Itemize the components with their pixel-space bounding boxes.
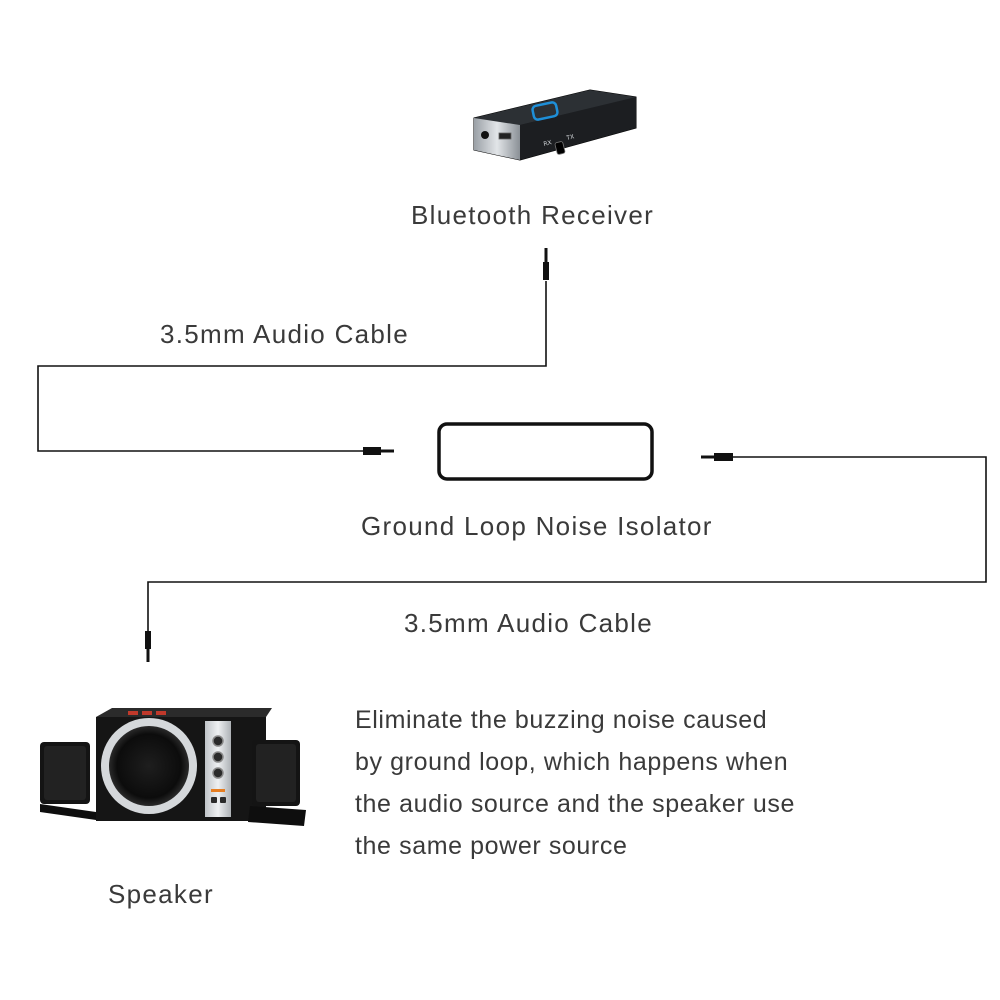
speaker-label: Speaker <box>108 879 214 909</box>
top-cable-plug-isolator <box>363 447 394 455</box>
top-cable-plug-receiver <box>543 248 549 280</box>
bluetooth-receiver-device: RX TX <box>473 89 637 161</box>
top-cable-label: 3.5mm Audio Cable <box>160 319 410 349</box>
receiver-front-face <box>474 118 520 160</box>
volume-knob-icon <box>212 735 224 747</box>
bottom-audio-cable <box>147 456 987 632</box>
right-satellite-speaker <box>248 740 306 826</box>
top-audio-cable <box>37 281 547 452</box>
receiver-top-face <box>474 90 636 125</box>
treble-knob-icon <box>212 767 224 779</box>
bass-knob-icon <box>212 751 224 763</box>
port-tx-label: TX <box>565 133 575 142</box>
audio-jack-port-icon <box>481 131 489 139</box>
bottom-cable-wire <box>147 456 987 632</box>
bluetooth-receiver-label: Bluetooth Receiver <box>411 200 655 230</box>
usb-port-icon <box>498 132 512 140</box>
receiver-side-face <box>520 97 636 160</box>
bottom-cable-label: 3.5mm Audio Cable <box>404 608 654 638</box>
description-line-2: by ground loop, which happens when <box>355 748 789 776</box>
bottom-cable-plug-isolator <box>701 453 733 461</box>
port-rx-label: RX <box>543 139 553 148</box>
top-cable-wire <box>37 281 547 452</box>
left-satellite-speaker <box>40 742 96 820</box>
speaker-system <box>40 708 306 826</box>
description-line-4: the same power source <box>355 832 628 860</box>
subwoofer-unit <box>96 708 272 821</box>
description-line-1: Eliminate the buzzing noise caused <box>355 706 768 734</box>
ground-loop-isolator-device <box>437 422 654 481</box>
description-line-3: the audio source and the speaker use <box>355 790 795 818</box>
bottom-cable-plug-speaker <box>145 631 151 662</box>
woofer-cone <box>109 726 189 806</box>
rx-tx-switch-icon <box>554 141 566 155</box>
bluetooth-led-icon <box>531 101 559 121</box>
isolator-label: Ground Loop Noise Isolator <box>361 511 713 541</box>
